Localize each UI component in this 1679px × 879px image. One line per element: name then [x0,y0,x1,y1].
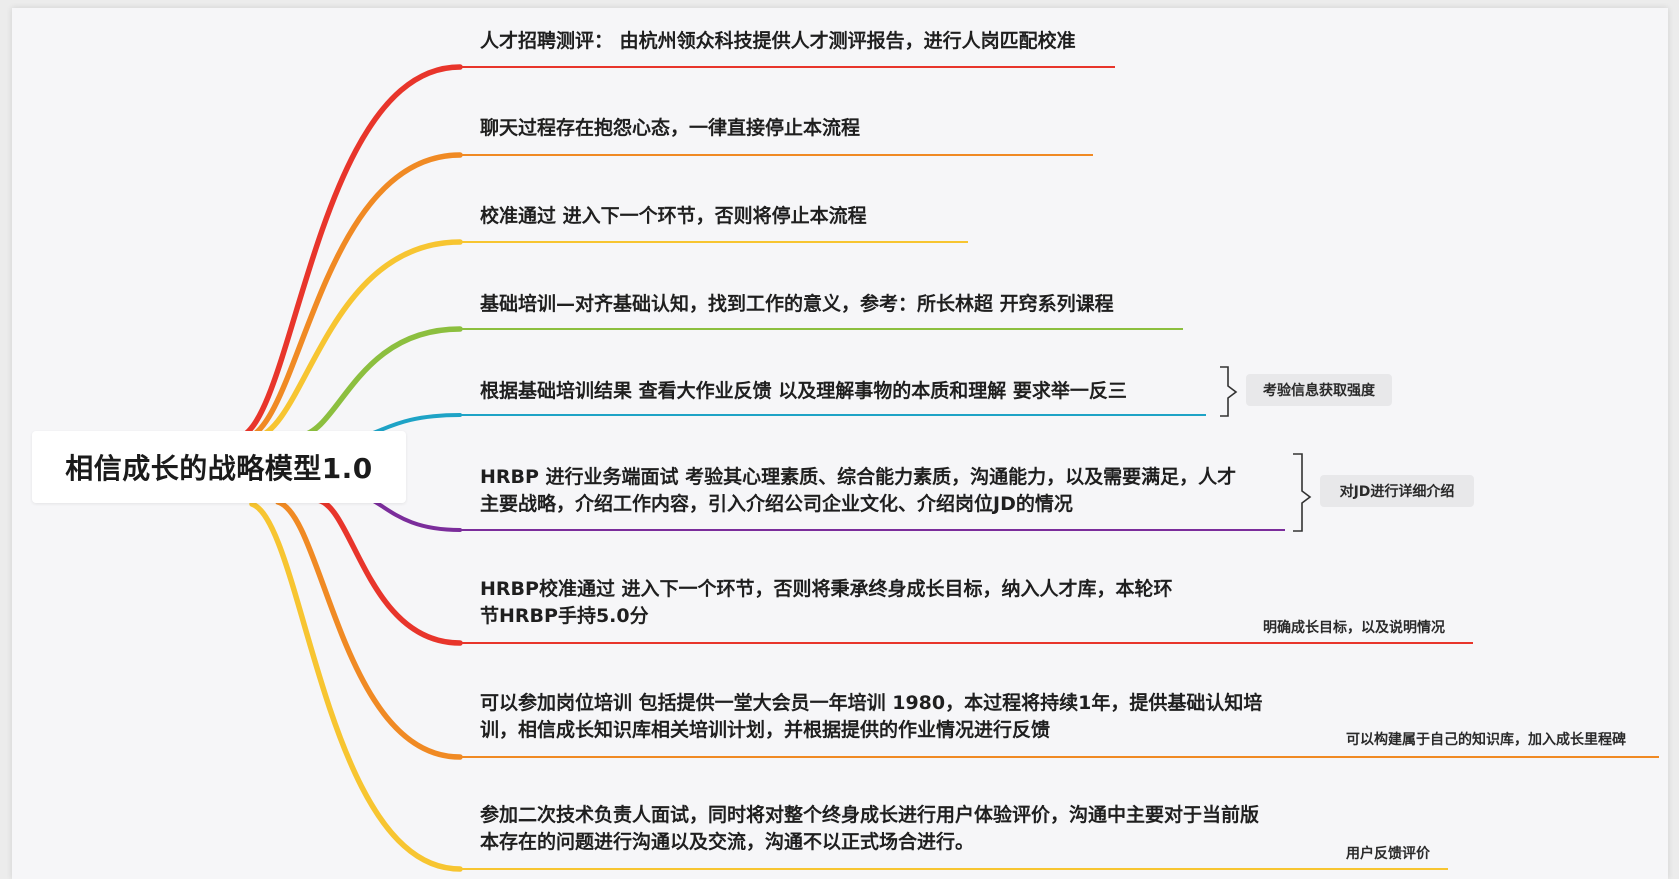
branch-topic-3[interactable]: 校准通过 进入下一个环节，否则将停止本流程 [480,205,867,227]
branch-topic-5[interactable]: 根据基础培训结果 查看大作业反馈 以及理解事物的本质和理解 要求举一反三 [480,380,1127,402]
branch-topic-8[interactable]: 可以参加岗位培训 包括提供一堂大会员一年培训 1980，本过程将持续1年，提供基… [480,692,1263,741]
central-topic[interactable]: 相信成长的战略模型1.0 [32,431,406,503]
summary-label-1[interactable]: 考验信息获取强度 [1246,374,1392,406]
branch-note-8[interactable]: 可以构建属于自己的知识库，加入成长里程碑 [1346,732,1626,748]
summary-label-2[interactable]: 对JD进行详细介绍 [1320,475,1474,507]
branch-topic-7[interactable]: HRBP校准通过 进入下一个环节，否则将秉承终身成长目标，纳入人才库，本轮环节H… [480,578,1173,627]
branch-note-9[interactable]: 用户反馈评价 [1346,846,1430,862]
branch-topic-2[interactable]: 聊天过程存在抱怨心态，一律直接停止本流程 [480,117,861,139]
branch-topic-6[interactable]: HRBP 进行业务端面试 考验其心理素质、综合能力素质，沟通能力，以及需要满足，… [480,466,1237,515]
branch-note-7[interactable]: 明确成长目标，以及说明情况 [1263,620,1445,636]
branch-topic-9[interactable]: 参加二次技术负责人面试，同时将对整个终身成长进行用户体验评价，沟通中主要对于当前… [480,804,1260,853]
branch-topic-1[interactable]: 人才招聘测评： 由杭州领众科技提供人才测评报告，进行人岗匹配校准 [480,30,1076,52]
branch-topic-4[interactable]: 基础培训—对齐基础认知，找到工作的意义，参考：所长林超 开窍系列课程 [480,293,1114,315]
